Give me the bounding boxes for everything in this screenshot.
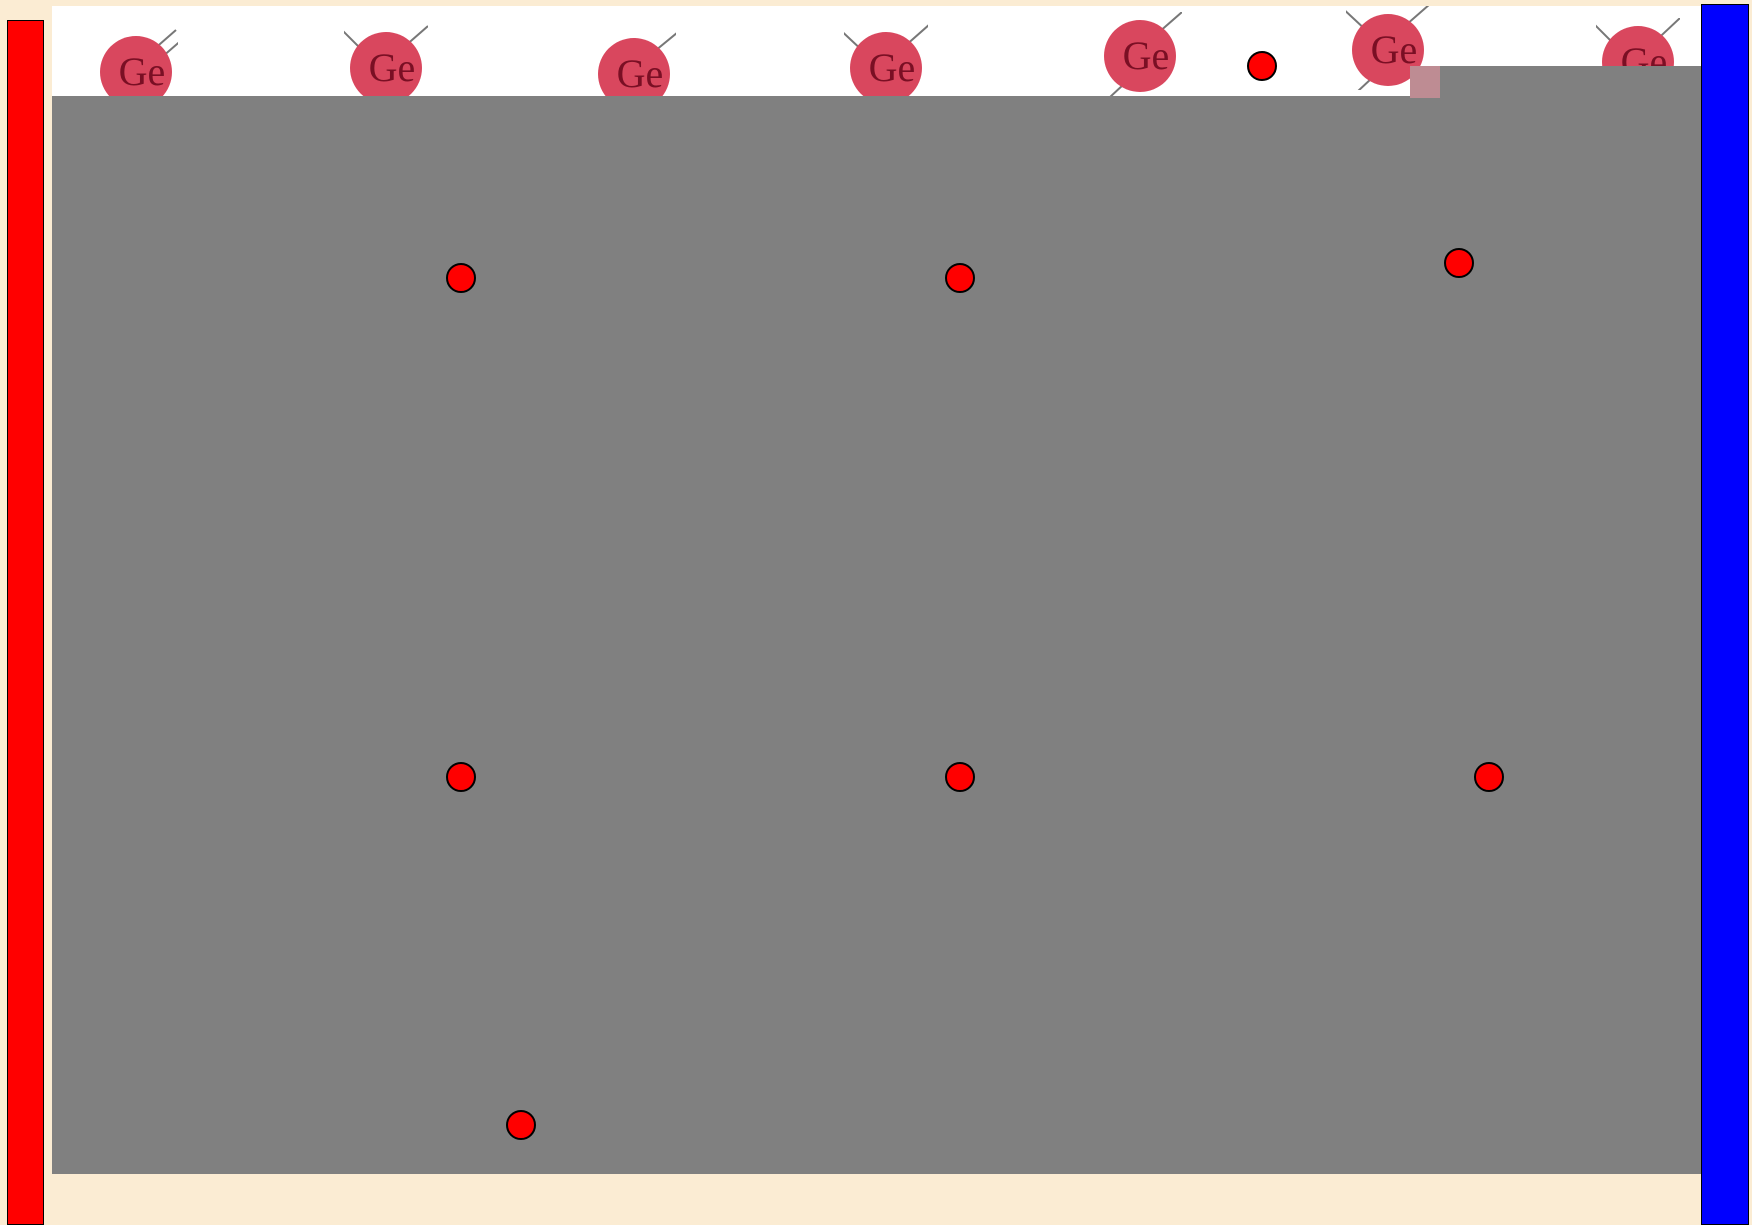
- hole-marker: [446, 762, 476, 792]
- hole-marker: [945, 263, 975, 293]
- hole-marker: [506, 1110, 536, 1140]
- hole-marker: [1247, 51, 1277, 81]
- hole-marker: [1444, 248, 1474, 278]
- hole-marker: [1474, 762, 1504, 792]
- hole-marker: [945, 762, 975, 792]
- hole-marker: [446, 263, 476, 293]
